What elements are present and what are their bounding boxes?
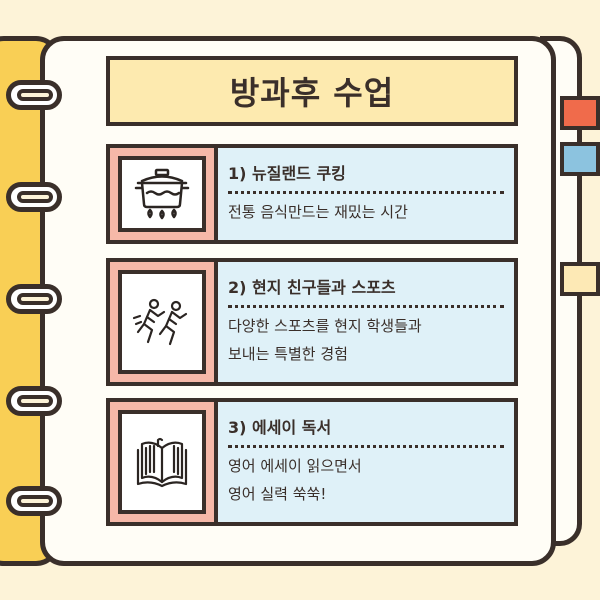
class-card-essay: 3) 에세이 독서 영어 에세이 읽으면서 영어 실력 쑥쑥! [106, 398, 518, 526]
card-title: 1) 뉴질랜드 쿠킹 [228, 160, 504, 194]
card-description: 전통 음식만드는 재밌는 시간 [228, 203, 408, 221]
card-text: 3) 에세이 독서 영어 에세이 읽으면서 영어 실력 쑥쑥! [228, 414, 504, 508]
binder-ring [6, 182, 62, 212]
cooking-pot-icon [134, 168, 190, 220]
class-card-sports: 2) 현지 친구들과 스포츠 다양한 스포츠를 현지 학생들과 보내는 특별한 … [106, 258, 518, 386]
runners-icon [132, 298, 188, 346]
card-description-line: 영어 에세이 읽으면서 [228, 457, 362, 475]
icon-panel [118, 156, 206, 232]
binder-ring [6, 486, 62, 516]
index-tab-red [560, 96, 600, 130]
card-description-line: 다양한 스포츠를 현지 학생들과 [228, 317, 422, 335]
card-title: 2) 현지 친구들과 스포츠 [228, 274, 504, 308]
card-description: 영어 에세이 읽으면서 영어 실력 쑥쑥! [228, 452, 504, 508]
binder-ring [6, 284, 62, 314]
index-tab-yellow [560, 262, 600, 296]
title-banner: 방과후 수업 [106, 56, 518, 126]
card-text: 2) 현지 친구들과 스포츠 다양한 스포츠를 현지 학생들과 보내는 특별한 … [228, 274, 504, 368]
binder-ring [6, 386, 62, 416]
index-tab-blue [560, 142, 600, 176]
card-title: 3) 에세이 독서 [228, 414, 504, 448]
card-description-line: 영어 실력 쑥쑥! [228, 485, 327, 503]
icon-frame [106, 144, 218, 244]
card-description-line: 보내는 특별한 경험 [228, 345, 348, 363]
binder-ring [6, 80, 62, 110]
icon-panel [118, 270, 206, 374]
class-card-cooking: 1) 뉴질랜드 쿠킹 전통 음식만드는 재밌는 시간 [106, 144, 518, 244]
page-title: 방과후 수업 [229, 74, 395, 112]
icon-frame [106, 258, 218, 386]
icon-frame [106, 398, 218, 526]
icon-panel [118, 410, 206, 514]
open-book-icon [136, 437, 188, 488]
card-text: 1) 뉴질랜드 쿠킹 전통 음식만드는 재밌는 시간 [228, 160, 504, 226]
card-description: 다양한 스포츠를 현지 학생들과 보내는 특별한 경험 [228, 312, 504, 368]
